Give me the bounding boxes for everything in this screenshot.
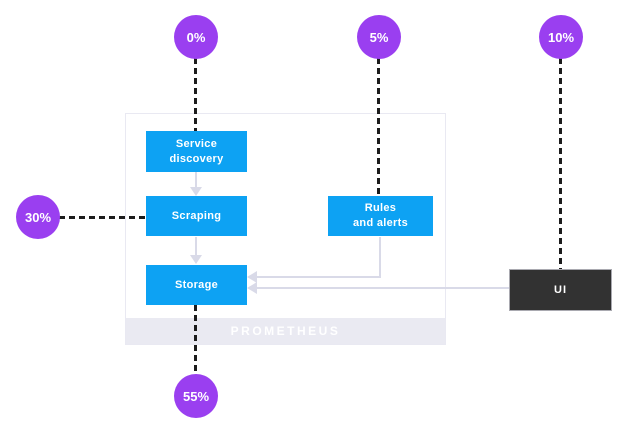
dashed-line-0pct-to-service-discovery (194, 58, 197, 131)
node-label-line: and alerts (353, 217, 408, 229)
arrowhead-left-icon (247, 282, 257, 294)
node-label-line: discovery (169, 152, 224, 165)
connector-ui-to-storage (256, 287, 509, 289)
percent-badge-55: 55% (174, 374, 218, 418)
arrowhead-left-icon (247, 271, 257, 283)
percent-badge-label: 55% (182, 388, 210, 404)
connector-service-discovery-to-scraping (195, 172, 197, 189)
dashed-line-5pct-to-rules (377, 58, 380, 196)
dashed-line-30pct-to-scraping (59, 216, 146, 219)
node-rules-and-alerts: Rules and alerts (328, 196, 433, 236)
percent-badge-label: 30% (24, 209, 52, 225)
connector-scraping-to-storage (195, 237, 197, 257)
connector-rules-to-storage-horizontal (256, 276, 381, 278)
node-label-line: Service (175, 137, 218, 150)
dashed-line-10pct-to-ui (559, 58, 562, 269)
dashed-line-storage-to-55pct (194, 305, 197, 375)
percent-badge-0: 0% (174, 15, 218, 59)
node-service-discovery: Service discovery (146, 131, 247, 172)
percent-badge-5: 5% (357, 15, 401, 59)
node-ui: UI (509, 269, 612, 311)
percent-badge-label: 10% (547, 29, 575, 45)
node-label-line: UI (554, 283, 567, 296)
percent-badge-10: 10% (539, 15, 583, 59)
percent-badge-30: 30% (16, 195, 60, 239)
node-label-line: Rules (364, 202, 397, 215)
node-label-line: Scraping (171, 209, 222, 222)
arrowhead-down-icon (190, 255, 202, 264)
node-storage: Storage (146, 265, 247, 305)
node-label-line: Storage (174, 278, 219, 291)
node-scraping: Scraping (146, 196, 247, 236)
percent-badge-label: 0% (186, 29, 206, 45)
prometheus-group-label: PROMETHEUS (126, 318, 445, 344)
connector-rules-to-storage-vertical (379, 237, 381, 278)
percent-badge-label: 5% (369, 29, 389, 45)
arrowhead-down-icon (190, 187, 202, 196)
